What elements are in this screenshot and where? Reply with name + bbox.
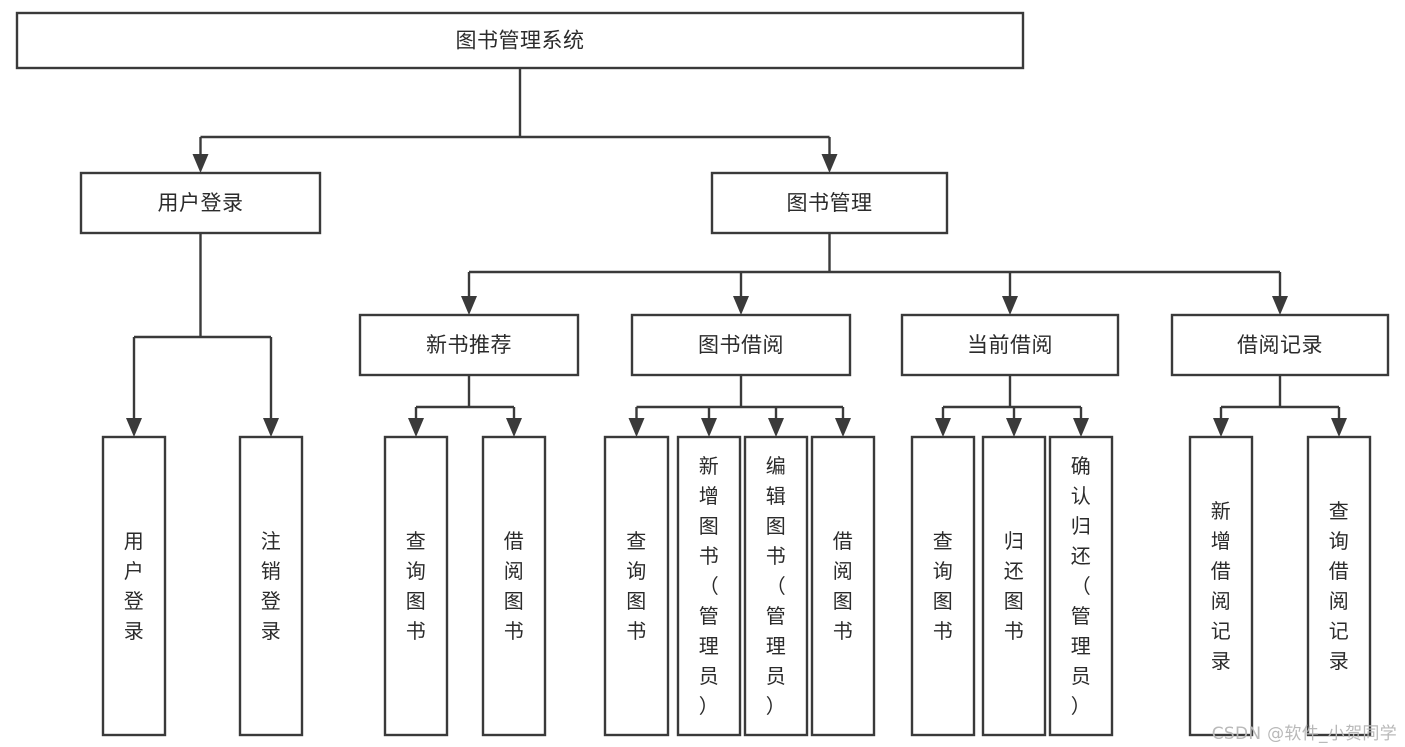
node-rect [101,435,167,737]
arrow-head-icon [701,418,717,437]
node-leaf-10-确认归还（管理员）[interactable]: 确认归还（管理员） [1048,435,1114,737]
csdn-watermark: CSDN @软件_小贺同学 [1211,724,1397,744]
arrow-head-icon [1006,418,1022,437]
node-leaf-2-查询图书[interactable]: 查询图书 [383,435,449,737]
node-leaf-0-用户登录[interactable]: 用户登录 [101,435,167,737]
node-rect [383,435,449,737]
arrow-head-icon [1331,418,1347,437]
node-label: 新增图书（管理员） [699,454,720,718]
node-rect [238,435,304,737]
node-label: 图书管理系统 [456,29,585,53]
node-leaf-5-新增图书（管理员）[interactable]: 新增图书（管理员） [676,435,742,737]
node-rect [603,435,670,737]
node-label: 新增借阅记录 [1211,499,1232,673]
node-rect [15,11,1025,70]
node-leaf-4-查询图书[interactable]: 查询图书 [603,435,670,737]
connector-lines [126,68,1347,437]
node-label: 查询图书 [933,529,954,643]
node-root-图书管理系统[interactable]: 图书管理系统 [15,11,1025,70]
arrow-head-icon [192,154,209,173]
arrow-head-icon [1213,418,1229,437]
arrow-head-icon [628,418,645,437]
node-label: 图书管理 [787,191,873,215]
node-rect [710,171,949,235]
arrow-head-icon [835,418,851,437]
node-rect [900,313,1120,377]
node-rect [910,435,976,737]
node-leaf-7-借阅图书[interactable]: 借阅图书 [810,435,876,737]
node-label: 确认归还（管理员） [1071,454,1092,718]
node-level3-新书推荐[interactable]: 新书推荐 [358,313,580,377]
node-level3-图书借阅[interactable]: 图书借阅 [630,313,852,377]
node-rect [981,435,1047,737]
node-rect [676,435,742,737]
arrow-head-icon [1272,296,1288,315]
arrow-head-icon [461,296,477,315]
node-label: 查询借阅记录 [1329,499,1350,673]
node-leaf-9-归还图书[interactable]: 归还图书 [981,435,1047,737]
node-label: 归还图书 [1004,529,1025,643]
node-label: 借阅图书 [504,529,525,643]
node-level2-图书管理[interactable]: 图书管理 [710,171,949,235]
node-level3-借阅记录[interactable]: 借阅记录 [1170,313,1390,377]
node-leaf-3-借阅图书[interactable]: 借阅图书 [481,435,547,737]
arrow-head-icon [263,418,279,437]
node-leaf-11-新增借阅记录[interactable]: 新增借阅记录 [1188,435,1254,737]
node-rect [1306,435,1372,737]
node-leaf-6-编辑图书（管理员）[interactable]: 编辑图书（管理员） [743,435,809,737]
node-leaf-1-注销登录[interactable]: 注销登录 [238,435,304,737]
node-leaf-8-查询图书[interactable]: 查询图书 [910,435,976,737]
arrow-head-icon [1002,296,1018,315]
node-label: 用户登录 [124,529,145,643]
node-label: 查询图书 [406,529,427,643]
arrow-head-icon [821,154,838,173]
node-rect [1170,313,1390,377]
arrow-head-icon [733,296,749,315]
arrow-head-icon [126,418,142,437]
node-label: 新书推荐 [426,333,512,357]
node-label: 借阅记录 [1237,333,1323,357]
node-boxes: 图书管理系统用户登录图书管理新书推荐图书借阅当前借阅借阅记录用户登录注销登录查询… [15,11,1390,737]
arrow-head-icon [408,418,424,437]
node-label: 当前借阅 [967,333,1053,357]
node-rect [630,313,852,377]
arrow-head-icon [506,418,522,437]
node-rect [810,435,876,737]
node-rect [358,313,580,377]
node-level2-用户登录[interactable]: 用户登录 [79,171,322,235]
node-rect [1048,435,1114,737]
node-label: 编辑图书（管理员） [766,454,787,718]
node-rect [1188,435,1254,737]
node-label: 图书借阅 [698,333,784,357]
node-label: 注销登录 [261,529,282,643]
node-label: 借阅图书 [833,529,854,643]
node-level3-当前借阅[interactable]: 当前借阅 [900,313,1120,377]
arrow-head-icon [1073,418,1089,437]
arrow-head-icon [935,418,951,437]
node-rect [79,171,322,235]
arrow-head-icon [768,418,784,437]
node-rect [481,435,547,737]
node-label: 查询图书 [626,529,647,643]
node-rect [743,435,809,737]
node-leaf-12-查询借阅记录[interactable]: 查询借阅记录 [1306,435,1372,737]
node-label: 用户登录 [158,191,244,215]
